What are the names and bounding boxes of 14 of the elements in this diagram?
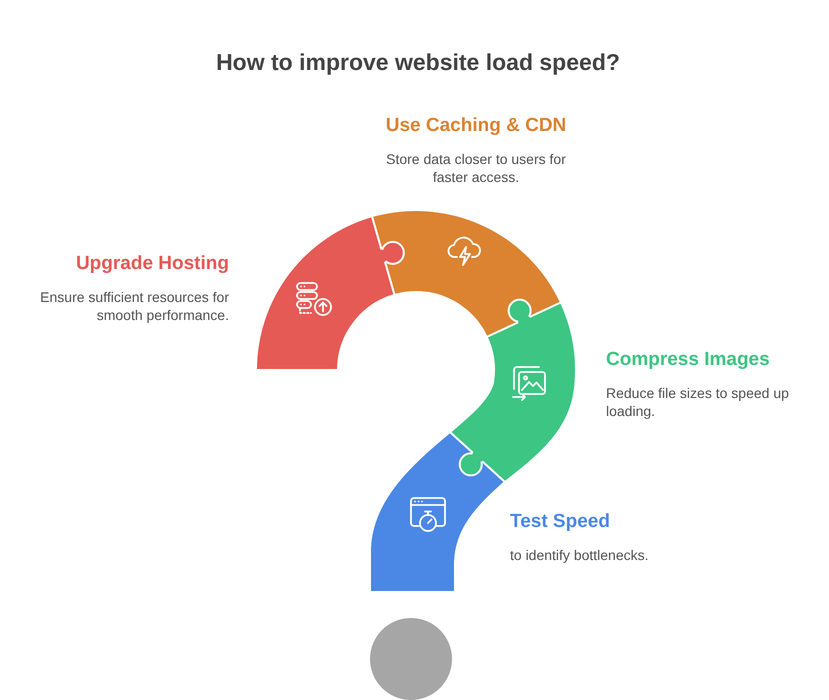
puzzle-piece bbox=[255, 215, 405, 371]
heading: Use Caching & CDN bbox=[386, 114, 566, 138]
puzzle-piece bbox=[370, 209, 562, 338]
heading: Upgrade Hosting bbox=[76, 252, 229, 276]
description: Reduce file sizes to speed up loading. bbox=[606, 384, 790, 420]
puzzle-piece bbox=[449, 298, 577, 483]
question-mark-dot bbox=[370, 618, 452, 700]
description: to identify bottlenecks. bbox=[510, 546, 649, 564]
description: Ensure sufficient resources for smooth performance. bbox=[39, 288, 229, 324]
title: How to improve website load speed? bbox=[216, 48, 620, 76]
heading: Test Speed bbox=[510, 510, 610, 534]
description: Store data closer to users for faster access. bbox=[385, 150, 567, 186]
heading: Compress Images bbox=[606, 348, 770, 372]
puzzle-piece bbox=[369, 431, 506, 593]
